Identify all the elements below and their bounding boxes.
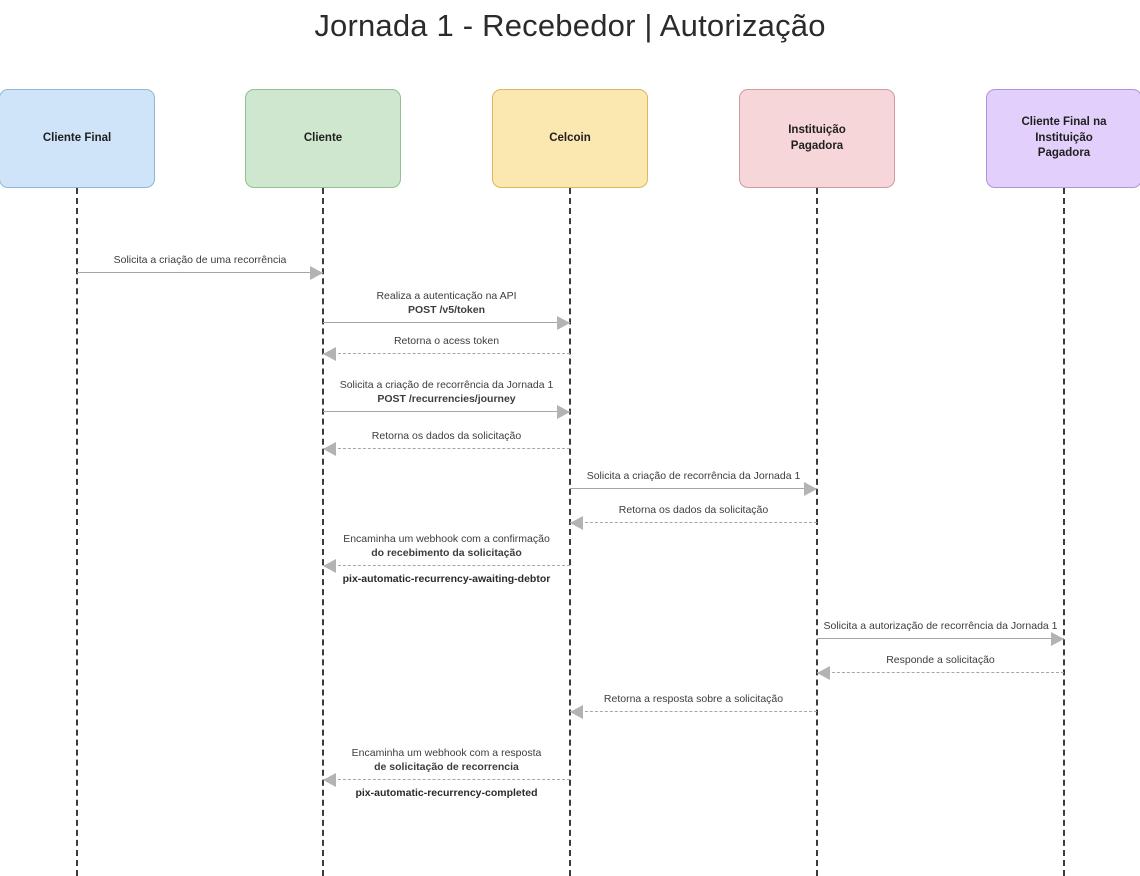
message-label-m7: Retorna os dados da solicitação bbox=[570, 503, 817, 517]
message-label-line1: Solicita a criação de recorrência da Jor… bbox=[586, 470, 801, 482]
message-line-m3 bbox=[323, 353, 570, 354]
arrow-head-right-icon bbox=[557, 316, 570, 330]
message-label-line1: Encaminha um webhook com a confirmação bbox=[343, 533, 550, 545]
message-label-line2: do recebimento da solicitação bbox=[371, 547, 522, 560]
message-line-m2 bbox=[323, 322, 570, 323]
message-line-m5 bbox=[323, 448, 570, 449]
message-line-m8 bbox=[323, 565, 570, 566]
actor-box-cliente-final[interactable]: Cliente Final bbox=[0, 89, 155, 188]
message-label-m6: Solicita a criação de recorrência da Jor… bbox=[570, 469, 817, 483]
message-label-line1: Retorna os dados da solicitação bbox=[371, 430, 522, 442]
lifeline-cliente-final bbox=[76, 188, 78, 876]
message-label-m11: Retorna a resposta sobre a solicitação bbox=[570, 692, 817, 706]
arrow-head-right-icon bbox=[1051, 632, 1064, 646]
message-label-line1: Realiza a autenticação na API bbox=[376, 290, 517, 302]
message-sublabel-m8: pix-automatic-recurrency-awaiting-debtor bbox=[342, 573, 551, 585]
message-label-line1: Solicita a autorização de recorrência da… bbox=[823, 620, 1058, 632]
message-sublabel-m12: pix-automatic-recurrency-completed bbox=[355, 787, 538, 799]
actor-label: Cliente Final bbox=[42, 131, 112, 144]
message-label-m2: Realiza a autenticação na API POST /v5/to… bbox=[323, 289, 570, 317]
message-label-m3: Retorna o acess token bbox=[323, 334, 570, 348]
message-label-m8: Encaminha um webhook com a confirmação do… bbox=[323, 532, 570, 560]
message-label-line1: Retorna a resposta sobre a solicitação bbox=[603, 693, 784, 705]
message-line-m11 bbox=[570, 711, 817, 712]
lifeline-celcoin bbox=[569, 188, 571, 876]
message-label-m10: Responde a solicitação bbox=[817, 653, 1064, 667]
message-label-m9: Solicita a autorização de recorrência da… bbox=[817, 619, 1064, 633]
message-label-line1: Responde a solicitação bbox=[886, 654, 995, 666]
arrow-head-left-icon bbox=[570, 516, 583, 530]
lifeline-cliente bbox=[322, 188, 324, 876]
message-line-m7 bbox=[570, 522, 817, 523]
message-line-m10 bbox=[817, 672, 1064, 673]
arrow-head-left-icon bbox=[323, 559, 336, 573]
actor-label: Cliente bbox=[303, 131, 343, 144]
actor-label: Celcoin bbox=[549, 131, 591, 144]
arrow-head-right-icon bbox=[310, 266, 323, 280]
message-label-line2: POST /recurrencies/journey bbox=[377, 393, 516, 406]
message-line-m1 bbox=[77, 272, 323, 273]
message-label-m12: Encaminha um webhook com a resposta de so… bbox=[323, 746, 570, 774]
arrow-head-left-icon bbox=[323, 347, 336, 361]
message-label-line1: Retorna o acess token bbox=[393, 335, 500, 347]
message-label-m1: Solicita a criação de uma recorrência bbox=[77, 253, 323, 267]
message-line-m4 bbox=[323, 411, 570, 412]
arrow-head-left-icon bbox=[570, 705, 583, 719]
actor-box-cliente[interactable]: Cliente bbox=[245, 89, 401, 188]
message-label-m4: Solicita a criação de recorrência da Jor… bbox=[323, 378, 570, 406]
message-label-line2: de solicitação de recorrencia bbox=[374, 761, 519, 774]
message-label-line1: Solicita a criação de recorrência da Jor… bbox=[339, 379, 554, 391]
arrow-head-left-icon bbox=[817, 666, 830, 680]
message-label-line2: POST /v5/token bbox=[407, 304, 486, 317]
message-label-line1: Retorna os dados da solicitação bbox=[618, 504, 769, 516]
message-label-line1: Solicita a criação de uma recorrência bbox=[113, 254, 287, 266]
arrow-head-left-icon bbox=[323, 773, 336, 787]
arrow-head-left-icon bbox=[323, 442, 336, 456]
message-line-m6 bbox=[570, 488, 817, 489]
page-title: Jornada 1 - Recebedor | Autorização bbox=[314, 8, 826, 43]
actor-box-celcoin[interactable]: Celcoin bbox=[492, 89, 648, 188]
message-line-m9 bbox=[817, 638, 1064, 639]
message-label-line1: Encaminha um webhook com a resposta bbox=[351, 747, 542, 759]
lifeline-cliente-final-na-instituicao-pagadora bbox=[1063, 188, 1065, 876]
message-label-m5: Retorna os dados da solicitação bbox=[323, 429, 570, 443]
lifeline-instituicao-pagadora bbox=[816, 188, 818, 876]
message-line-m12 bbox=[323, 779, 570, 780]
arrow-head-right-icon bbox=[804, 482, 817, 496]
arrow-head-right-icon bbox=[557, 405, 570, 419]
